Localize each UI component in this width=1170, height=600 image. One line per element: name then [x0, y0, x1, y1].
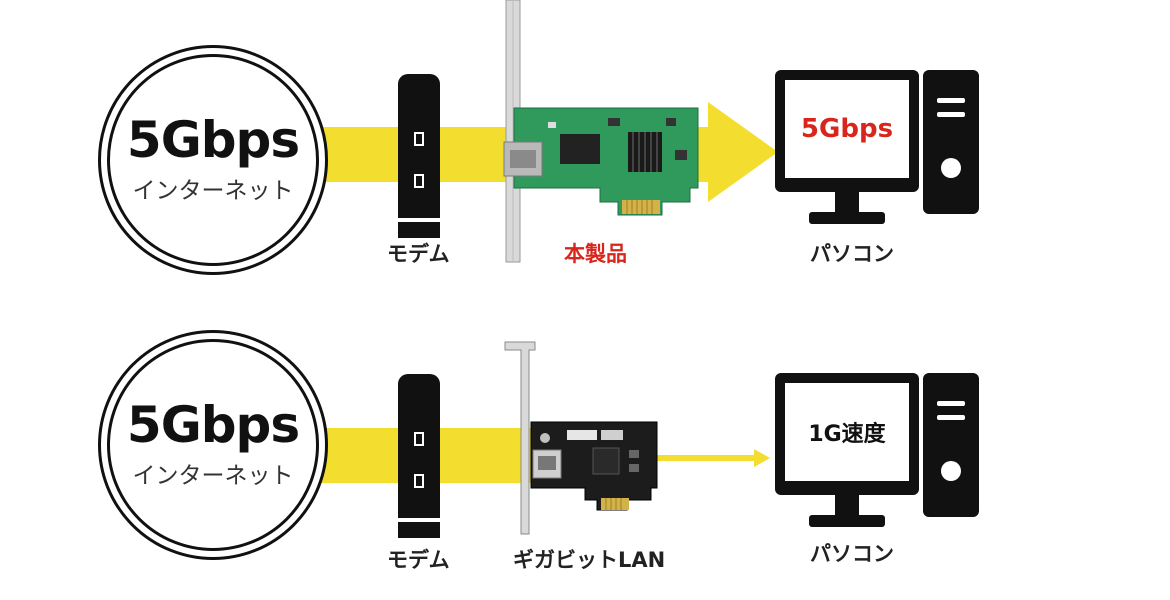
network-card-image: [504, 341, 658, 535]
network-card-image: [503, 0, 699, 263]
modem-icon: [398, 374, 440, 538]
diagram-top: 5Gbps インターネット モデム: [98, 0, 979, 275]
internet-speed: 5Gbps: [126, 111, 300, 169]
pc-label: パソコン: [810, 542, 894, 566]
pc-tower-icon: [923, 70, 979, 214]
pc-label: パソコン: [810, 242, 894, 266]
internet-label: インターネット: [132, 463, 294, 489]
internet-label: インターネット: [132, 178, 294, 204]
pc-tower-icon: [923, 373, 979, 517]
pc-screen-speed: 5Gbps: [800, 114, 894, 144]
internet-circle: 5Gbps インターネット: [98, 45, 328, 275]
modem-icon: [398, 74, 440, 238]
flow-thin-line: [640, 455, 756, 461]
gigabit-lan-label: ギガビットLAN: [513, 548, 666, 572]
pc-screen-speed: 1G速度: [808, 422, 886, 447]
internet-speed: 5Gbps: [126, 396, 300, 454]
diagram-bottom: 5Gbps インターネット モデム ギガビットLAN: [0, 300, 1170, 600]
modem-label: モデム: [387, 548, 450, 572]
flow-thin-arrow-head: [754, 449, 770, 467]
internet-circle: 5Gbps インターネット: [98, 330, 328, 560]
monitor-icon: 5Gbps: [775, 70, 919, 224]
monitor-icon: 1G速度: [775, 373, 919, 527]
product-label: 本製品: [564, 242, 627, 266]
modem-label: モデム: [387, 242, 450, 266]
flow-arrow-head: [708, 102, 778, 202]
